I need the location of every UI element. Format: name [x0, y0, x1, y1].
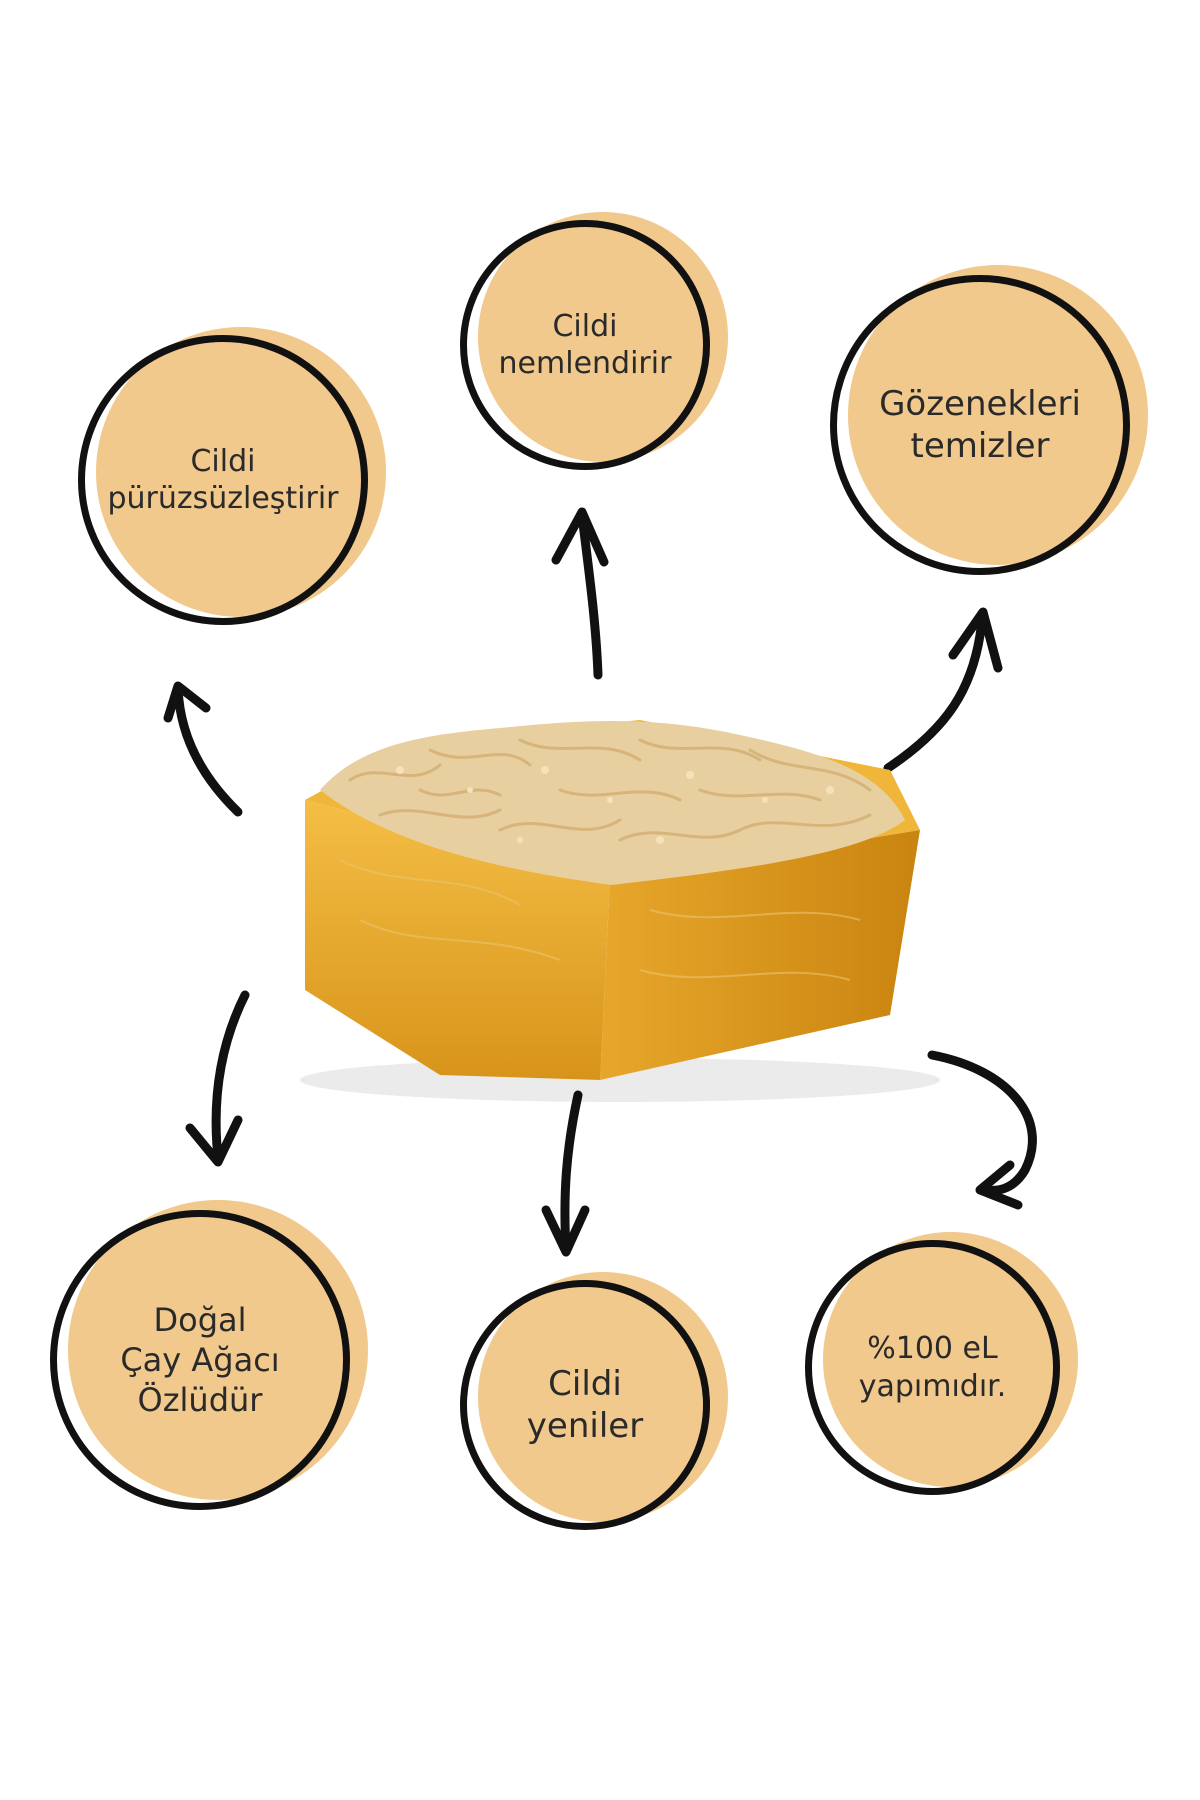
benefit-label-line: Özlüdür [137, 1381, 263, 1419]
loofah-layer [320, 720, 905, 885]
benefit-label-line: Doğal [153, 1301, 247, 1339]
benefit-label: Doğal Çay Ağacı Özlüdür [50, 1210, 350, 1510]
loofah-specks [396, 766, 834, 844]
benefit-label: %100 eL yapımıdır. [805, 1240, 1060, 1495]
benefit-label: Cildi nemlendirir [460, 220, 710, 470]
benefit-label-line: nemlendirir [498, 346, 672, 381]
benefit-label-line: Cildi [190, 443, 256, 479]
circle-ring [460, 1280, 710, 1530]
arrow-to-pores [883, 615, 987, 773]
arrow-to-smoothing [173, 683, 243, 817]
circle-ring [830, 275, 1130, 575]
benefit-label-line: Cildi [552, 308, 618, 344]
embedded-loofah [339, 859, 861, 981]
benefit-label-line: yapımıdır. [858, 1368, 1007, 1404]
benefit-label-line: yeniler [526, 1406, 644, 1446]
benefit-label-line: Çay Ağacı [120, 1341, 280, 1379]
arrow-to-tea-tree [211, 990, 250, 1163]
benefit-renewing: Cildi yeniler [460, 1272, 728, 1530]
circle-ring [805, 1240, 1060, 1495]
benefit-smoothing: Cildi pürüzsüzleştirir [78, 327, 386, 625]
benefit-label-line: Cildi [548, 1363, 622, 1404]
circle-ring [78, 335, 368, 625]
benefit-pores: Gözenekleri temizler [830, 265, 1148, 575]
benefit-label: Cildi yeniler [460, 1280, 710, 1530]
benefit-handmade: %100 eL yapımıdır. [805, 1232, 1078, 1495]
benefit-label-line: Gözenekleri [879, 383, 1081, 424]
arrow-head-tea-tree [185, 1115, 243, 1167]
circle-ring [50, 1210, 350, 1510]
benefit-label: Cildi pürüzsüzleştirir [78, 335, 368, 625]
arrow-to-moisturizing [577, 510, 603, 680]
arrow-head-renewing [541, 1205, 590, 1257]
arrow-head-moisturizing [551, 507, 609, 567]
circle-ring [460, 220, 710, 470]
benefit-moisturizing: Cildi nemlendirir [460, 212, 728, 470]
arrow-head-smoothing [163, 681, 211, 723]
benefit-tea-tree: Doğal Çay Ağacı Özlüdür [50, 1200, 368, 1510]
loofah-soap-bar [300, 720, 940, 1102]
soap-side [600, 830, 920, 1080]
arrow-to-renewing [560, 1090, 583, 1255]
loofah-fibers [348, 738, 872, 842]
benefit-label-line: pürüzsüzleştirir [107, 481, 339, 516]
arrow-head-pores [948, 607, 1003, 673]
benefit-label-line: %100 eL [867, 1331, 998, 1366]
arrow-to-handmade [927, 1050, 1037, 1195]
benefit-label: Gözenekleri temizler [830, 275, 1130, 575]
benefit-label-line: temizler [910, 426, 1050, 466]
arrow-head-handmade [975, 1160, 1023, 1210]
